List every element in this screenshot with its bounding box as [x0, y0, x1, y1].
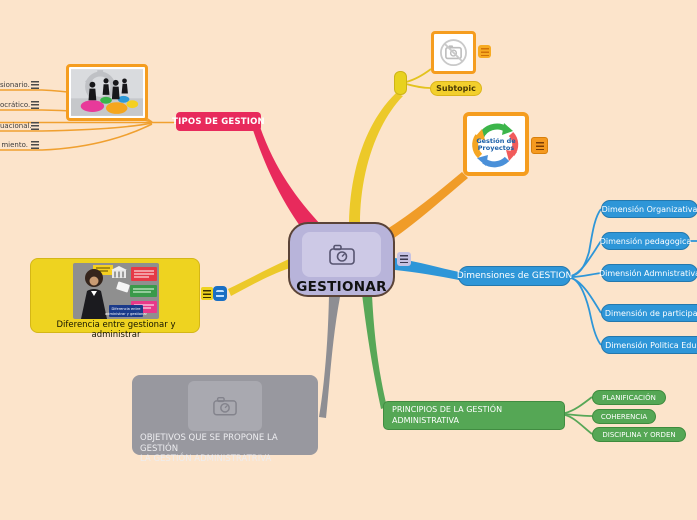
objetivos-node[interactable]: OBJETIVOS QUE SE PROPONE LA GESTIÓN LA G… [132, 375, 318, 464]
proyectos-image-text-2: Proyectos [478, 144, 515, 152]
dimensiones-fan-lines [570, 208, 697, 346]
tipos-label: TIPOS DE GESTION [172, 116, 265, 127]
disciplina-node[interactable]: DISCIPLINA Y ORDEN [592, 427, 686, 442]
notes-icon[interactable] [31, 81, 39, 89]
top-fork-lines [405, 68, 432, 89]
diferencia-label: Diferencia entre gestionar y administrar [56, 320, 176, 340]
gestion-proyectos-image-node[interactable]: Gestión de Proyectos [463, 112, 529, 176]
notes-icon[interactable] [31, 101, 39, 109]
tipos-item-label: sionario. [0, 81, 30, 89]
diferencia-image-text-1: Diferencia entre [112, 307, 142, 311]
dimension-politica-node[interactable]: Dimensión Politica Educat [601, 336, 697, 354]
dimension-organizativa-node[interactable]: Dimensión Organizativa [601, 200, 697, 218]
image-placeholder [302, 232, 381, 277]
diferencia-infographic-image: Diferencia entre administrar y gestionar [73, 263, 159, 319]
diferencia-image-text-2: administrar y gestionar [105, 312, 148, 316]
branch-yellow-left [228, 259, 290, 296]
project-cycle-image: Gestión de Proyectos [472, 123, 519, 168]
broken-image-icon [440, 39, 467, 67]
camera-icon [213, 396, 237, 416]
branch-gray [319, 296, 340, 418]
dimension-pedagogica-node[interactable]: Dimensión pedagogica [599, 232, 692, 250]
tipos-item-label: miento. [1, 141, 28, 149]
tipos-item-3[interactable]: uacional. [0, 122, 39, 130]
dimension-label: Dimensión de participació [604, 308, 697, 318]
coherencia-node[interactable]: COHERENCIA [592, 409, 656, 424]
tipos-image-node[interactable] [66, 64, 148, 121]
dimension-label: Dimensión Organizativa [601, 204, 697, 214]
notes-icon[interactable] [478, 45, 491, 58]
proyectos-image-text-1: Gestión de [476, 137, 516, 145]
branch-orange [384, 172, 468, 241]
principio-label: DISCIPLINA Y ORDEN [602, 430, 676, 439]
planificacion-node[interactable]: PLANIFICACIÓN [592, 390, 666, 405]
empty-yellow-node[interactable] [394, 71, 407, 95]
principios-node[interactable]: PRINCIPIOS DE LA GESTIÓN ADMINISTRATIVA [383, 401, 565, 430]
tipos-item-1[interactable]: sionario. [0, 81, 39, 89]
branch-yellow-top [349, 93, 403, 223]
tipos-item-4[interactable]: miento. [0, 141, 39, 149]
camera-icon [328, 244, 355, 265]
dimension-participacion-node[interactable]: Dimensión de participació [601, 304, 697, 322]
notes-icon[interactable] [31, 122, 39, 130]
image-placeholder [188, 381, 262, 431]
notes-icon[interactable] [31, 141, 39, 149]
principio-label: PLANIFICACIÓN [602, 393, 656, 402]
central-gestionar-node[interactable]: GESTIONAR [288, 222, 395, 297]
objetivos-label-line1: OBJETIVOS QUE SE PROPONE LA GESTIÓN [140, 433, 278, 454]
branch-pink [252, 124, 322, 233]
dimension-label: Dimensión Politica Educat [605, 340, 697, 350]
branch-blue [395, 258, 459, 280]
principios-fan-lines [564, 396, 593, 435]
tipos-de-gestion-node[interactable]: TIPOS DE GESTION [172, 112, 265, 131]
top-image-node[interactable] [431, 31, 476, 74]
tipos-item-label: uacional. [0, 122, 32, 130]
branch-green [362, 294, 387, 409]
subtopic-label: Subtopic [436, 84, 476, 93]
central-node-label: GESTIONAR [296, 279, 387, 295]
dimension-label: Dimensión Admnistrativa [598, 268, 697, 278]
objetivos-label: OBJETIVOS QUE SE PROPONE LA GESTIÓN LA G… [140, 433, 316, 465]
link-icon[interactable] [213, 286, 227, 301]
principios-label-line1: PRINCIPIOS DE LA GESTIÓN [392, 405, 503, 414]
notes-icon[interactable] [201, 287, 213, 300]
diferencia-node[interactable]: Diferencia entre administrar y gestionar… [30, 258, 200, 340]
notes-icon[interactable] [531, 137, 548, 154]
people-on-gears-image [71, 69, 143, 116]
principios-label-line2: ADMINISTRATIVA [392, 415, 459, 425]
dimensiones-node[interactable]: Dimensiones de GESTION [456, 266, 573, 286]
notes-icon[interactable] [397, 252, 411, 266]
tipos-item-2[interactable]: ocrático. [0, 101, 39, 109]
dimensiones-label: Dimensiones de GESTION [456, 271, 573, 281]
dimension-administrativa-node[interactable]: Dimensión Admnistrativa [598, 264, 697, 282]
dimension-label: Dimensión pedagogica [599, 236, 692, 246]
subtopic-node[interactable]: Subtopic [430, 81, 482, 96]
principio-label: COHERENCIA [600, 412, 648, 421]
objetivos-label-line2: LA GESTIÓN ADMINISTRATRIVA [140, 454, 272, 464]
tipos-item-label: ocrático. [0, 101, 31, 109]
